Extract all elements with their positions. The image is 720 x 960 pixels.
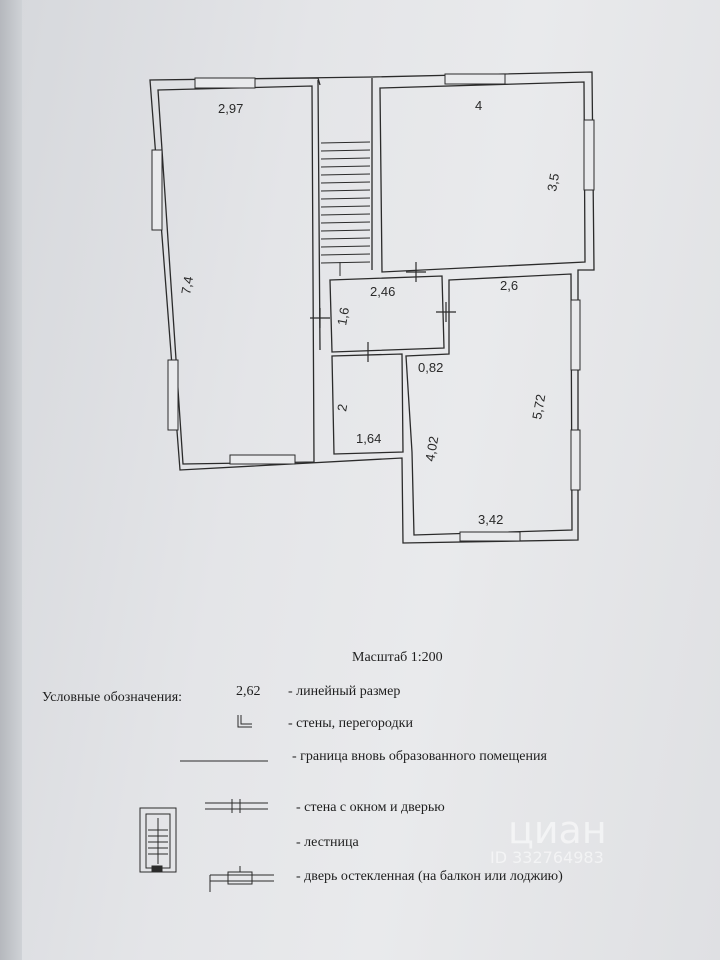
dim-room2-length: 3,5 [544,172,562,192]
wall-stair-corridor [317,78,373,351]
window [229,454,296,465]
dim-room3-inner: 4,02 [422,435,441,463]
legend-item-window-door: - стена с окном и дверью [296,800,445,815]
window [570,429,581,491]
dim-room2-width: 4 [475,98,482,113]
legend-item-linear-dim: - линейный размер [288,684,401,699]
glazed-door-symbol [209,866,274,892]
legend-item-glazed-door: - дверь остекленная (на балкон или лоджи… [296,869,563,884]
wall-symbol [237,715,252,728]
dim-bath-width: 1,64 [356,431,381,446]
window [167,359,179,431]
window [444,73,506,85]
scale-label: Масштаб 1:200 [352,650,443,665]
window [583,119,595,191]
legend-item-boundary: - граница вновь образованного помещения [292,749,547,764]
window [570,299,581,371]
watermark-brand: циан [508,808,607,852]
legend-heading: Условные обозначения: [42,690,183,705]
wall-room-1 [157,85,315,465]
dim-room3-length: 5,72 [529,393,548,421]
wall-bathroom [331,353,404,455]
dim-room3-offset: 0,82 [418,360,443,375]
dim-bath-length: 2 [334,403,350,413]
wall-hall [329,275,445,353]
wall-room-2 [379,81,586,273]
stair-symbol [139,807,177,873]
window [151,149,163,231]
dim-room1-length: 7,4 [178,275,196,295]
page-edge-shadow [0,0,22,960]
legend-item-walls: - стены, перегородки [288,716,413,731]
dim-hall-width: 2,46 [370,284,395,299]
window-door-wall-symbol [205,799,268,813]
wall-room-3 [405,273,573,536]
window [194,77,256,89]
legend-item-stairs: - лестница [296,835,359,850]
dim-room1-width: 2,97 [218,101,243,116]
dim-room3-bottom: 3,42 [478,512,503,527]
staircase [320,141,371,276]
watermark-id: ID 332764983 [490,848,604,867]
document-sheet [12,0,720,960]
window [459,531,521,542]
legend-sample-dim: 2,62 [236,684,261,699]
dim-room3-width: 2,6 [500,278,518,293]
dim-hall-length: 1,6 [334,306,352,326]
